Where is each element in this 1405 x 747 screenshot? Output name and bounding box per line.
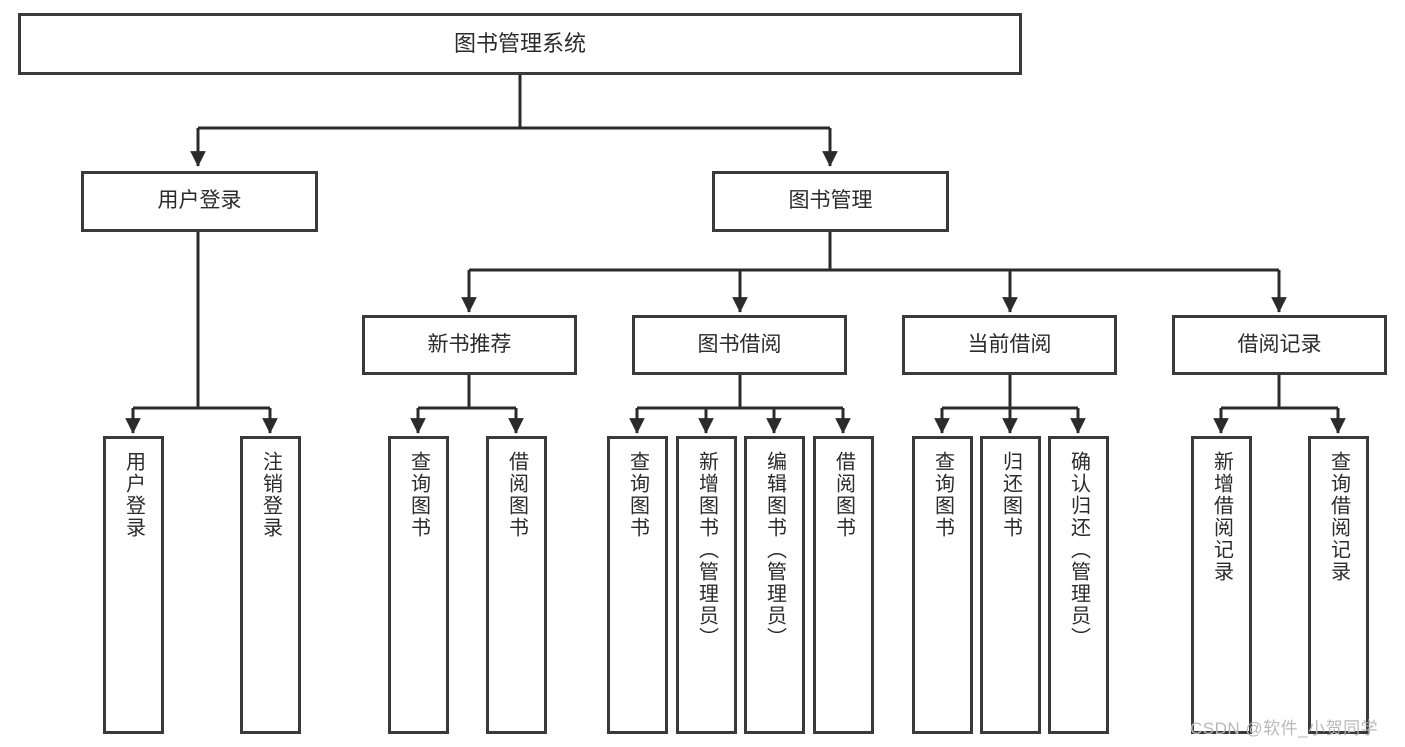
node-label: 查询图书 bbox=[407, 451, 430, 539]
node-label: 查询借阅记录 bbox=[1327, 451, 1350, 583]
node-new-book-recommend[interactable]: 新书推荐 bbox=[362, 315, 577, 375]
node-label: 新增借阅记录 bbox=[1210, 451, 1233, 583]
node-label: 图书借阅 bbox=[697, 332, 782, 356]
node-label: 新增图书（管理员） bbox=[695, 451, 718, 649]
leaf-borrow-book-2[interactable]: 借阅图书 bbox=[813, 436, 874, 734]
node-user-login[interactable]: 用户登录 bbox=[81, 171, 318, 232]
node-current-borrow[interactable]: 当前借阅 bbox=[902, 315, 1117, 375]
leaf-user-logout[interactable]: 注销登录 bbox=[240, 436, 301, 734]
leaf-query-book-2[interactable]: 查询图书 bbox=[607, 436, 668, 734]
leaf-query-record[interactable]: 查询借阅记录 bbox=[1308, 436, 1369, 734]
node-label: 借阅图书 bbox=[505, 451, 528, 539]
node-label: 确认归还（管理员） bbox=[1067, 451, 1090, 649]
node-root-book-management-system[interactable]: 图书管理系统 bbox=[18, 13, 1022, 75]
node-label: 编辑图书（管理员） bbox=[763, 451, 786, 649]
node-label: 注销登录 bbox=[259, 451, 282, 539]
leaf-edit-book[interactable]: 编辑图书（管理员） bbox=[744, 436, 805, 734]
node-book-manage[interactable]: 图书管理 bbox=[712, 171, 949, 232]
node-label: 用户登录 bbox=[157, 189, 242, 213]
node-label: 图书管理系统 bbox=[453, 31, 586, 57]
leaf-borrow-book-1[interactable]: 借阅图书 bbox=[486, 436, 547, 734]
leaf-add-book[interactable]: 新增图书（管理员） bbox=[676, 436, 737, 734]
node-label: 借阅图书 bbox=[832, 451, 855, 539]
leaf-user-login[interactable]: 用户登录 bbox=[103, 436, 164, 734]
leaf-query-book-1[interactable]: 查询图书 bbox=[388, 436, 449, 734]
leaf-confirm-return[interactable]: 确认归还（管理员） bbox=[1048, 436, 1109, 734]
node-label: 查询图书 bbox=[931, 451, 954, 539]
leaf-query-book-3[interactable]: 查询图书 bbox=[912, 436, 973, 734]
node-label: 图书管理 bbox=[788, 189, 873, 213]
node-label: 归还图书 bbox=[999, 451, 1022, 539]
node-label: 当前借阅 bbox=[967, 332, 1052, 356]
node-label: 用户登录 bbox=[122, 451, 145, 539]
node-label: 新书推荐 bbox=[427, 332, 512, 356]
node-book-borrow[interactable]: 图书借阅 bbox=[632, 315, 847, 375]
node-label: 借阅记录 bbox=[1237, 332, 1322, 356]
node-label: 查询图书 bbox=[626, 451, 649, 539]
node-borrow-record[interactable]: 借阅记录 bbox=[1172, 315, 1387, 375]
watermark-credit: CSDN @软件_小贺同学 bbox=[1190, 719, 1379, 738]
leaf-add-record[interactable]: 新增借阅记录 bbox=[1191, 436, 1252, 734]
leaf-return-book[interactable]: 归还图书 bbox=[980, 436, 1041, 734]
